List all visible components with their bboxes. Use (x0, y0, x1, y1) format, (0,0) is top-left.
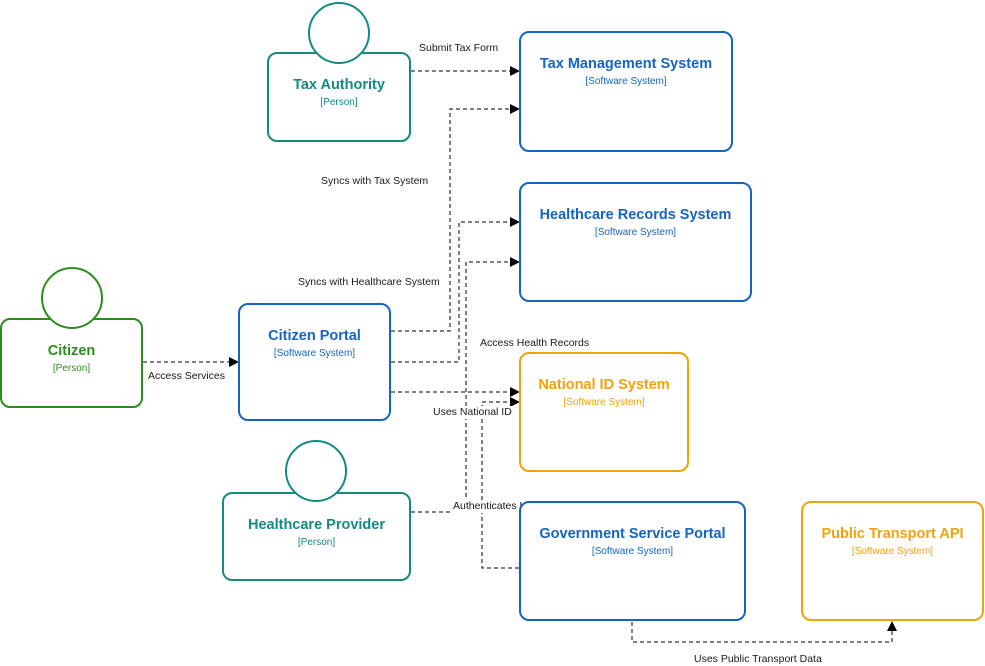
system-subtitle: [Software System] (591, 546, 674, 557)
person-tax-authority[interactable]: Tax Authority [Person] (267, 52, 411, 142)
system-subtitle: [Software System] (851, 546, 934, 557)
system-title: Citizen Portal (268, 328, 361, 344)
edge-syncs-tax (391, 104, 520, 332)
person-subtitle: [Person] (320, 97, 358, 108)
system-subtitle: [Software System] (585, 76, 667, 87)
system-title: National ID System (538, 377, 670, 393)
person-title: Healthcare Provider (247, 517, 385, 533)
system-tax-management[interactable]: Tax Management System [Software System] (519, 31, 733, 152)
system-public-transport-api[interactable]: Public Transport API [Software System] (801, 501, 984, 621)
edge-access-health-records (411, 257, 520, 513)
system-subtitle: [Software System] (563, 397, 645, 408)
system-title: Government Service Portal (539, 526, 726, 542)
system-subtitle: [Software System] (594, 227, 677, 238)
system-government-service-portal[interactable]: Government Service Portal [Software Syst… (519, 501, 746, 621)
system-title: Tax Management System (539, 56, 713, 72)
person-head-icon (41, 267, 103, 329)
person-healthcare-provider[interactable]: Healthcare Provider [Person] (222, 492, 411, 581)
person-head-icon (285, 440, 347, 502)
edge-authenticates-user (481, 397, 520, 569)
system-national-id[interactable]: National ID System [Software System] (519, 352, 689, 472)
system-subtitle: [Software System] (273, 348, 356, 359)
edge-syncs-health (391, 217, 520, 363)
system-citizen-portal[interactable]: Citizen Portal [Software System] (238, 303, 391, 421)
person-head-icon (308, 2, 370, 64)
edge-label-submit-tax-form: Submit Tax Form (418, 42, 500, 55)
person-subtitle: [Person] (297, 537, 336, 548)
system-healthcare-records[interactable]: Healthcare Records System [Software Syst… (519, 182, 752, 302)
person-title: Citizen (47, 343, 96, 359)
edge-label-syncs-health: Syncs with Healthcare System (297, 276, 441, 289)
person-title: Tax Authority (293, 77, 385, 93)
edge-label-access-services: Access Services (147, 370, 227, 383)
system-title: Healthcare Records System (539, 207, 732, 223)
edge-uses-public-transport (631, 621, 897, 643)
system-title: Public Transport API (821, 526, 964, 542)
edge-label-access-health-records: Access Health Records (479, 337, 591, 350)
edge-label-syncs-tax: Syncs with Tax System (320, 175, 430, 188)
edge-label-uses-public-transport: Uses Public Transport Data (693, 653, 823, 666)
person-citizen[interactable]: Citizen [Person] (0, 318, 143, 408)
person-subtitle: [Person] (52, 363, 91, 374)
edge-label-uses-national-id: Uses National ID (432, 406, 513, 419)
